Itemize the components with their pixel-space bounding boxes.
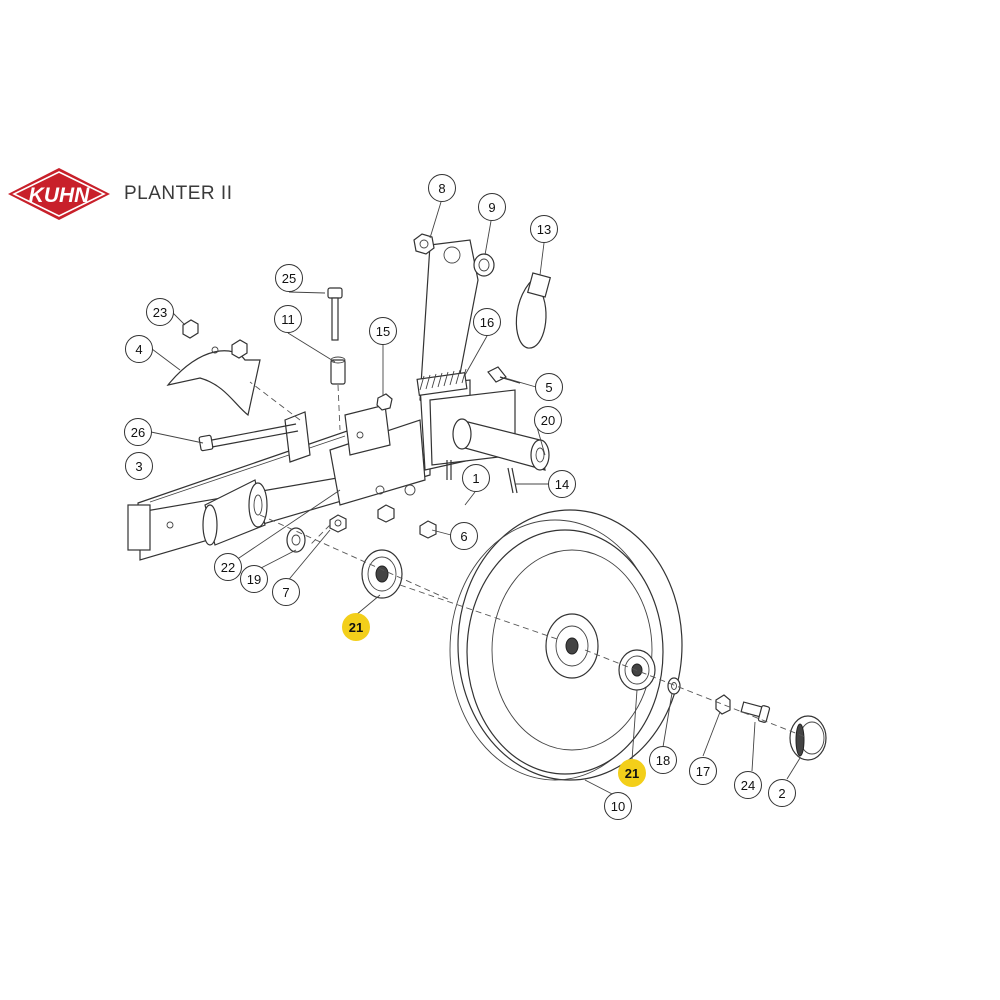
callout-20[interactable]: 20 (534, 406, 562, 434)
callout-13[interactable]: 13 (530, 215, 558, 243)
callout-2[interactable]: 2 (768, 779, 796, 807)
callout-18[interactable]: 18 (649, 746, 677, 774)
spring-16 (416, 368, 468, 396)
washer-9 (473, 253, 495, 277)
kuhn-logo: KUHN (8, 168, 110, 220)
hub-20 (452, 418, 550, 471)
callout-3[interactable]: 3 (125, 452, 153, 480)
nut-7 (329, 514, 347, 533)
callout-21-left[interactable]: 21 (342, 613, 370, 641)
callout-14[interactable]: 14 (548, 470, 576, 498)
callout-17[interactable]: 17 (689, 757, 717, 785)
cotter-pins-14 (446, 460, 518, 494)
bolt-25 (327, 287, 343, 341)
nut-17 (715, 694, 731, 715)
hub-cap-2 (789, 715, 827, 761)
bolt-24 (740, 701, 771, 723)
wing-bolt-5 (487, 366, 521, 384)
callout-19[interactable]: 19 (240, 565, 268, 593)
assembly-axis-lines (249, 381, 809, 739)
nut-8 (413, 233, 435, 255)
callout-6[interactable]: 6 (450, 522, 478, 550)
callout-5[interactable]: 5 (535, 373, 563, 401)
long-bolt-26 (198, 423, 299, 452)
callout-9[interactable]: 9 (478, 193, 506, 221)
scraper-4 (166, 346, 261, 417)
grease-nipple-15 (376, 393, 393, 411)
callout-11[interactable]: 11 (274, 305, 302, 333)
callout-10[interactable]: 10 (604, 792, 632, 820)
callout-1[interactable]: 1 (462, 464, 490, 492)
callout-21-right[interactable]: 21 (618, 759, 646, 787)
callout-16[interactable]: 16 (473, 308, 501, 336)
bearing-21-right (618, 649, 656, 691)
washer-19 (286, 527, 306, 553)
callout-15[interactable]: 15 (369, 317, 397, 345)
bearing-21-left (361, 549, 403, 599)
wheel-10 (449, 509, 683, 781)
callout-8[interactable]: 8 (428, 174, 456, 202)
product-title: PLANTER II (124, 183, 233, 204)
nuts-6 (377, 504, 437, 539)
callout-7[interactable]: 7 (272, 578, 300, 606)
lynch-pin-13 (515, 272, 552, 349)
callout-26[interactable]: 26 (124, 418, 152, 446)
callout-4[interactable]: 4 (125, 335, 153, 363)
callout-22[interactable]: 22 (214, 553, 242, 581)
kuhn-logo-text: KUHN (29, 184, 90, 207)
callout-24[interactable]: 24 (734, 771, 762, 799)
callout-23[interactable]: 23 (146, 298, 174, 326)
axle-stub-left (202, 479, 268, 546)
callout-25[interactable]: 25 (275, 264, 303, 292)
bolts-23 (182, 319, 248, 359)
washer-18 (667, 677, 681, 695)
